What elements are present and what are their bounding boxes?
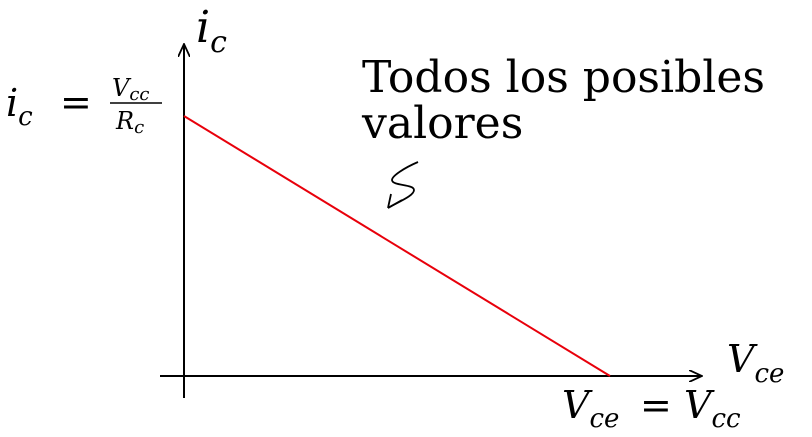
annotation-arrow-head: [387, 193, 403, 209]
x-axis-label: Vce: [727, 337, 784, 389]
x-intercept-rhs: Vcc: [684, 383, 741, 434]
y-intercept-equals: =: [60, 80, 92, 124]
annotation-arrow: [387, 161, 419, 209]
y-axis-label: ic: [196, 2, 227, 60]
annotation-line-1: Todos los posibles: [362, 52, 765, 103]
x-intercept-equals: =: [640, 383, 672, 427]
y-intercept-lhs: ic: [6, 81, 33, 132]
y-intercept-numerator: Vcc: [112, 74, 150, 105]
y-intercept-denominator: Rc: [115, 107, 144, 138]
load-line: [183, 115, 611, 377]
x-intercept-label: Vce = Vcc: [562, 383, 741, 434]
y-intercept-label: ic = Vcc Rc: [6, 74, 162, 138]
x-intercept-lhs: Vce: [562, 383, 619, 434]
annotation-line-2: valores: [361, 98, 523, 149]
